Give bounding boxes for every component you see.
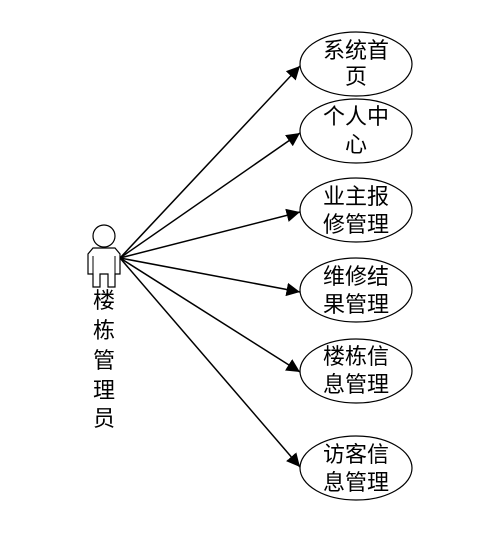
- actor-label-char: 楼: [93, 289, 115, 314]
- actor-label-char: 员: [93, 407, 115, 432]
- actor-head: [92, 224, 116, 248]
- use-case-visitor-info[interactable]: 访客信 息管理: [299, 435, 413, 501]
- use-case-building-info[interactable]: 楼栋信 息管理: [299, 338, 413, 404]
- use-case-ellipse: [299, 435, 413, 501]
- use-case-ellipse: [299, 257, 413, 323]
- use-case-repair-result[interactable]: 维修结 果管理: [299, 257, 413, 323]
- use-case-label-line: 系统首: [323, 39, 389, 64]
- use-case-owner-repair[interactable]: 业主报 修管理: [299, 177, 413, 243]
- actor-label-char: 栋: [93, 319, 115, 344]
- actor-body: [87, 247, 121, 288]
- association-arrow: [119, 132, 301, 259]
- use-case-label-line: 页: [345, 65, 367, 90]
- actor-label: 楼 栋 管 理 员: [93, 289, 115, 432]
- use-case-label-line: 息管理: [323, 471, 389, 496]
- use-case-label-line: 果管理: [323, 293, 389, 318]
- use-case-label-line: 访客信: [323, 443, 389, 468]
- use-case-label-line: 心: [345, 133, 367, 158]
- actor-label-char: 管: [93, 349, 115, 374]
- association-arrow: [119, 257, 301, 468]
- use-case-label-line: 楼栋信: [323, 345, 389, 370]
- association-arrow: [119, 257, 301, 373]
- use-case-ellipse: [299, 31, 413, 97]
- use-case-ellipse: [299, 98, 413, 164]
- use-case-label-line: 修管理: [323, 213, 389, 238]
- use-case-personal-center[interactable]: 个人中 心: [299, 98, 413, 164]
- use-case-label-line: 息管理: [323, 373, 389, 398]
- actor-figure: [87, 224, 121, 288]
- use-case-label-line: 业主报: [323, 185, 389, 210]
- use-case-ellipse: [299, 338, 413, 404]
- use-case-home[interactable]: 系统首 页: [299, 31, 413, 97]
- use-case-ellipse: [299, 177, 413, 243]
- actor-label-char: 理: [93, 379, 115, 404]
- association-arrow: [119, 65, 301, 259]
- use-case-label-line: 个人中: [323, 105, 389, 130]
- use-case-label-line: 维修结: [323, 265, 389, 290]
- associations: [119, 65, 301, 468]
- association-arrow: [119, 208, 301, 259]
- association-arrow: [119, 257, 301, 297]
